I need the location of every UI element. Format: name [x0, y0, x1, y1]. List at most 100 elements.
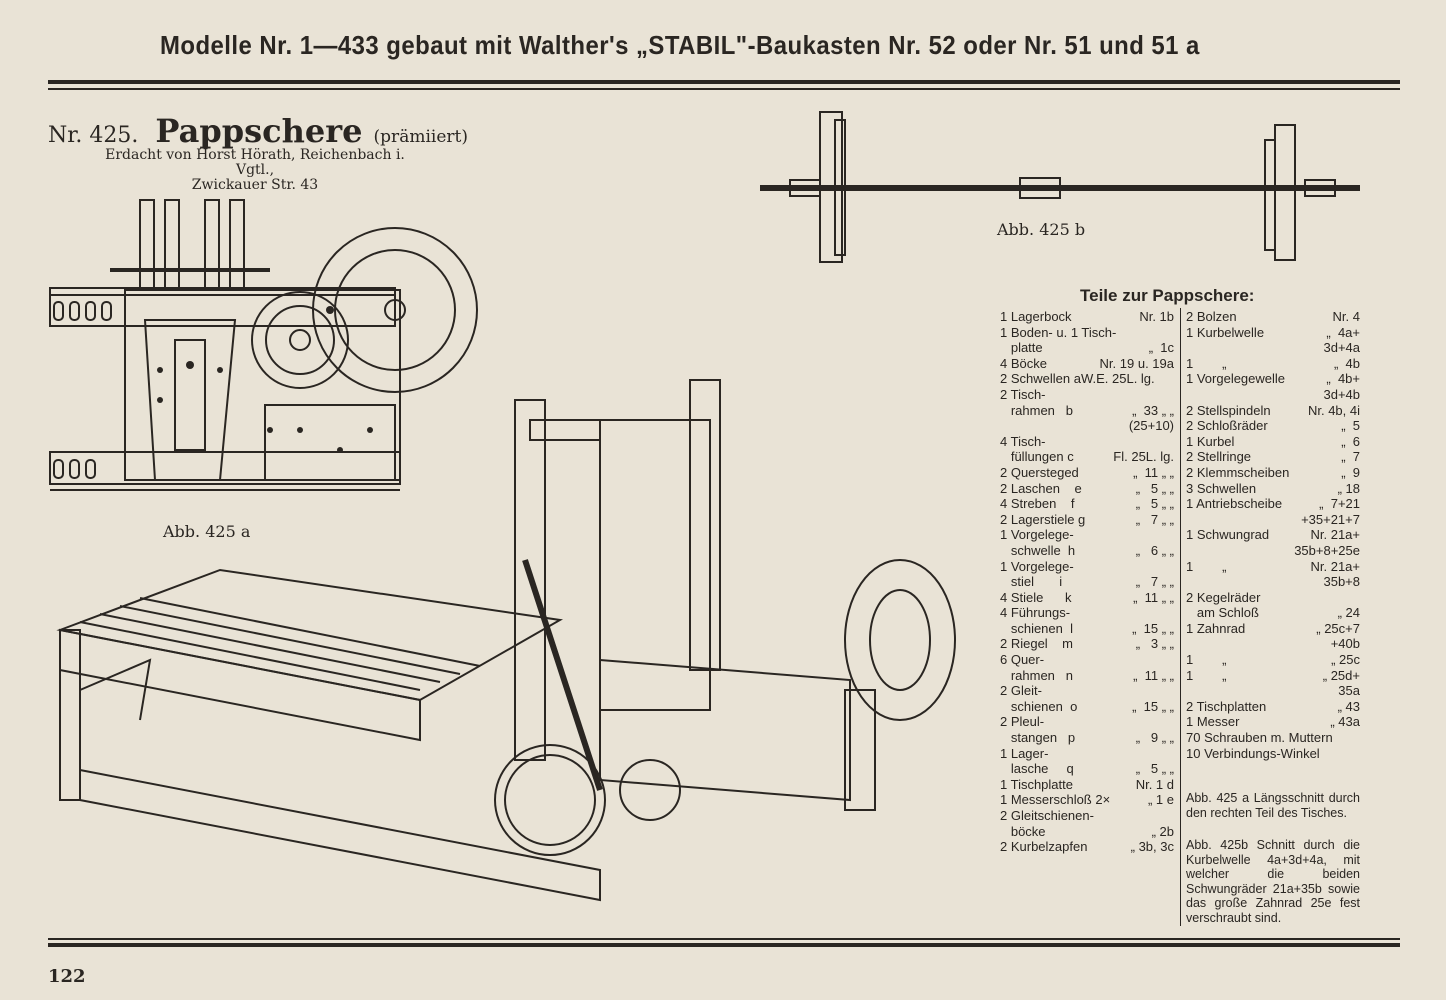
parts-list-title: Teile zur Pappschere:: [1080, 286, 1255, 305]
parts-row: 2 Pleul-: [1000, 714, 1174, 730]
parts-number: Nr. 4: [1332, 309, 1360, 324]
parts-item: füllungen c: [1000, 449, 1074, 465]
parts-number: 35a: [1338, 683, 1360, 699]
parts-item: 1 Kurbelwelle: [1186, 324, 1265, 340]
parts-number: „ 11 „ „: [1133, 589, 1174, 605]
parts-row: schienen o„ 15 „ „: [1000, 699, 1174, 715]
parts-item: platte: [1000, 340, 1043, 356]
parts-row: 4 Tisch-: [1000, 434, 1174, 450]
parts-number: Nr. 1 d: [1135, 776, 1174, 792]
parts-item: 70 Schrauben m. Muttern: [1186, 730, 1333, 746]
parts-number: „ 2b: [1151, 823, 1174, 839]
parts-item: lasche q: [1000, 761, 1074, 777]
parts-item: 4 Stiele k: [1000, 589, 1072, 605]
parts-number: „ 6 „ „: [1135, 542, 1174, 558]
parts-number: „ 5 „ „: [1135, 496, 1174, 512]
parts-row: 3d+4a: [1186, 340, 1360, 356]
model-title: Nr. 425. Pappschere (prämiiert): [48, 112, 468, 150]
parts-row: 2 Laschen e„ 5 „ „: [1000, 481, 1174, 497]
parts-row: stangen p„ 9 „ „: [1000, 730, 1174, 746]
parts-row: 1 Messerschloß 2× „ 1 e: [1000, 792, 1174, 808]
figure-425a-drawing: [49, 199, 478, 491]
parts-number: Nr. 19 u. 19a: [1099, 355, 1174, 371]
parts-row: 1 „ Nr. 21a+: [1186, 559, 1360, 575]
parts-number: „ 43a: [1330, 714, 1360, 730]
parts-item: 2 Bolzen: [1186, 309, 1237, 324]
parts-item: 1 Messer: [1186, 714, 1240, 730]
parts-item: böcke: [1000, 823, 1046, 839]
parts-item: 2 Klemmscheiben: [1186, 464, 1290, 480]
figure-425b-drawing: [760, 111, 1360, 263]
parts-item: 2 Tisch-: [1000, 386, 1046, 402]
parts-number: 35b+8+25e: [1294, 542, 1360, 558]
parts-number: „ 43: [1337, 698, 1360, 714]
parts-row: 1 „ „ 25c: [1186, 652, 1360, 668]
parts-row: am Schloß„ 24: [1186, 605, 1360, 621]
parts-item: 1 Messerschloß 2×: [1000, 792, 1111, 808]
parts-item: 4 Streben f: [1000, 496, 1075, 512]
parts-number: „ 6: [1341, 433, 1360, 449]
parts-number: „ 25c: [1331, 652, 1360, 668]
parts-row: +40b: [1186, 636, 1360, 652]
parts-number: „ 15 „ „: [1132, 698, 1174, 714]
parts-row: 2 Kurbelzapfen„ 3b, 3c: [1000, 839, 1174, 855]
parts-row: +35+21+7: [1186, 512, 1360, 528]
parts-row: 1 Lager-: [1000, 746, 1174, 762]
parts-number: +35+21+7: [1301, 511, 1360, 527]
parts-item: 1 „: [1186, 558, 1227, 574]
parts-number: „ 25c+7: [1316, 620, 1360, 636]
parts-row: 1 Tischplatte Nr. 1 d: [1000, 777, 1174, 793]
parts-item: 2 Schwellen aW.E. 25L. lg.: [1000, 371, 1155, 387]
parts-row: 2 Quersteged„ 11 „ „: [1000, 465, 1174, 481]
page-number: 122: [48, 966, 86, 987]
parts-row: 2 Schloßräder„ 5: [1186, 418, 1360, 434]
parts-item: stangen p: [1000, 730, 1076, 746]
parts-number: Nr. 4b, 4i: [1307, 402, 1360, 418]
parts-number: 35b+8: [1323, 574, 1360, 590]
parts-row: 1 „ „ 4b: [1186, 356, 1360, 372]
parts-row: 6 Quer-: [1000, 652, 1174, 668]
parts-number: „ 4b+: [1326, 371, 1360, 387]
parts-item: 6 Quer-: [1000, 652, 1045, 668]
parts-row: 1 Vorgelege-: [1000, 559, 1174, 575]
parts-row: stiel i„ 7 „ „: [1000, 574, 1174, 590]
parts-item: 2 Laschen e: [1000, 480, 1082, 496]
parts-item: 1 Vorgelege-: [1000, 527, 1074, 543]
parts-item: 3 Schwellen: [1186, 480, 1257, 496]
note-figure-a: Abb. 425 a Längsschnitt durch den rechte…: [1186, 791, 1360, 820]
parts-row: 2 Klemmscheiben„ 9: [1186, 465, 1360, 481]
parts-item: 1 „: [1186, 652, 1227, 668]
parts-number: „ 3 „ „: [1135, 636, 1174, 652]
parts-row: 2 Gleitschienen-: [1000, 808, 1174, 824]
parts-row: 1 „„ 25d+: [1186, 668, 1360, 684]
parts-item: am Schloß: [1186, 605, 1259, 621]
parts-row: 2 Gleit-: [1000, 683, 1174, 699]
parts-row: platte „ 1c: [1000, 340, 1174, 356]
parts-item: 2 Riegel m: [1000, 636, 1073, 652]
parts-number: Nr. 21a+: [1310, 558, 1360, 574]
parts-item: schwelle h: [1000, 542, 1076, 558]
model-award: (prämiiert): [373, 127, 468, 147]
parts-row: rahmen b„ 33 „ „: [1000, 403, 1174, 419]
parts-row: 1 Messer „ 43a: [1186, 714, 1360, 730]
parts-row: 2 Tischplatten„ 43: [1186, 699, 1360, 715]
page-header: Modelle Nr. 1—433 gebaut mit Walther's „…: [160, 30, 1200, 60]
parts-row: 2 Lagerstiele g„ 7 „ „: [1000, 512, 1174, 528]
author-credit: Erdacht von Horst Hörath, Reichenbach i.…: [85, 148, 425, 193]
parts-item: 1 Vorgelege-: [1000, 558, 1074, 574]
parts-item: 1 Lagerbock: [1000, 309, 1072, 324]
parts-number: „ 1c: [1148, 340, 1174, 356]
parts-item: 2 Quersteged: [1000, 464, 1079, 480]
parts-item: stiel i: [1000, 574, 1063, 590]
note-figure-b: Abb. 425b Schnitt durch die Kurbelwelle …: [1186, 838, 1360, 925]
parts-number: „ 4b: [1333, 355, 1360, 371]
parts-item: 1 „: [1186, 355, 1227, 371]
parts-column-divider: [1180, 308, 1181, 926]
parts-number: „ 1 e: [1147, 792, 1174, 808]
figure-425a-caption: Abb. 425 a: [163, 522, 251, 541]
parts-item: 1 Tischplatte: [1000, 776, 1073, 792]
